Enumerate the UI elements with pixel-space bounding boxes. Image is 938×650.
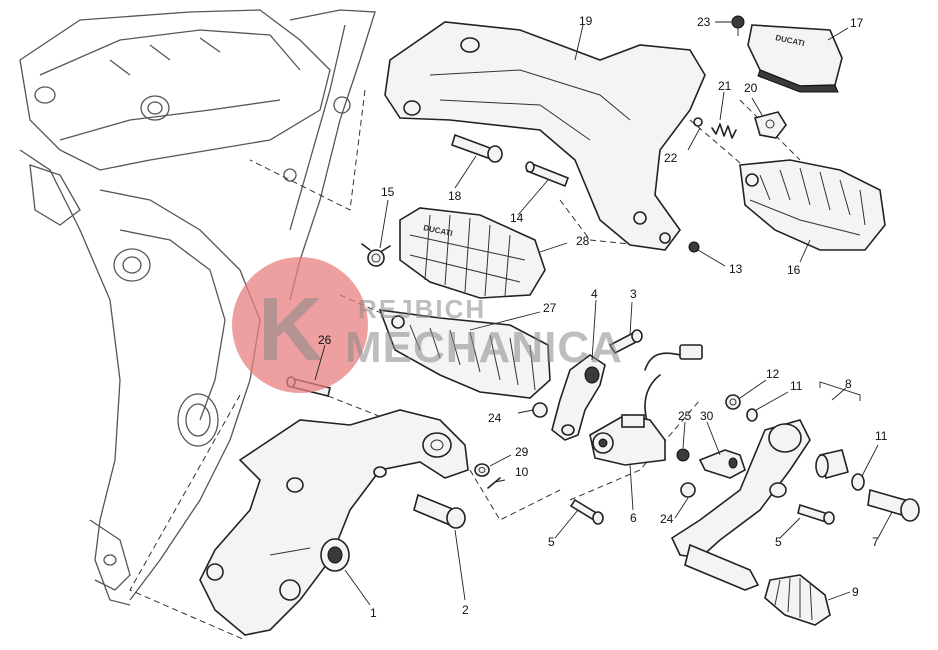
label-24a: 24 [488, 411, 502, 425]
sensor-wire [644, 344, 703, 446]
part-5-bolt-a [569, 498, 604, 525]
part-10-cotter-pin [487, 477, 501, 489]
label-13: 13 [729, 262, 743, 276]
part-18-bolt [451, 133, 503, 163]
part-3-bolt [608, 329, 643, 355]
label-30: 30 [700, 409, 714, 423]
part-28-rubber-footpeg: DUCATI [399, 207, 546, 299]
label-9: 9 [852, 585, 859, 599]
part-6-switch [589, 414, 666, 466]
part-25-nut [676, 448, 690, 462]
part-15-spring [361, 243, 391, 267]
label-7: 7 [872, 535, 879, 549]
label-3: 3 [630, 287, 637, 301]
label-20: 20 [744, 81, 758, 95]
part-21-spring [711, 123, 737, 139]
part-29-washer [474, 463, 490, 477]
label-6: 6 [630, 511, 637, 525]
part-11-washer-a [746, 408, 758, 422]
part-22-ball [693, 117, 703, 127]
label-8: 8 [845, 377, 852, 391]
leader-lines [314, 21, 893, 606]
part-number-labels: 1 2 3 4 5 5 6 7 8 9 10 11 11 12 13 14 15… [318, 14, 888, 620]
label-16: 16 [787, 263, 801, 277]
part-2-bolt [413, 493, 466, 529]
label-29: 29 [515, 445, 529, 459]
label-1: 1 [370, 606, 377, 620]
label-17: 17 [850, 16, 864, 30]
label-5b: 5 [775, 535, 782, 549]
label-2: 2 [462, 603, 469, 617]
part-7-pivot-bolt [867, 488, 920, 522]
label-27: 27 [543, 301, 557, 315]
part-23-screw [731, 15, 745, 36]
watermark-letter: K [258, 280, 323, 380]
motorcycle-frame [19, 9, 376, 606]
label-18: 18 [448, 189, 462, 203]
part-13-nut [688, 241, 700, 253]
watermark-line2: MECHANICA [345, 323, 623, 372]
part-24-nut-a [532, 402, 548, 418]
part-4-linkage-arm [551, 354, 606, 441]
label-25: 25 [678, 409, 692, 423]
part-5-bolt-b [797, 503, 835, 525]
part-20-bushing [753, 111, 787, 139]
part-1-footrest-bracket [199, 409, 469, 636]
label-4: 4 [591, 287, 598, 301]
part-14-pin [525, 161, 570, 188]
part-8-bracket [819, 381, 861, 401]
label-26: 26 [318, 333, 332, 347]
part-30-rod-end [698, 449, 746, 479]
label-19: 19 [579, 14, 593, 28]
watermark-circle [232, 257, 368, 393]
part-12-washer [725, 394, 741, 410]
label-10: 10 [515, 465, 529, 479]
part-19-heel-guard [384, 21, 706, 251]
label-23: 23 [697, 15, 711, 29]
label-11a: 11 [790, 379, 803, 393]
label-28: 28 [576, 234, 590, 248]
label-22: 22 [664, 151, 678, 165]
label-21: 21 [718, 79, 732, 93]
label-11b: 11 [875, 429, 888, 443]
part-17-rubber-pad: DUCATI [747, 24, 843, 93]
watermark: K REJBICH MECHANICA [232, 257, 623, 393]
label-24b: 24 [660, 512, 674, 526]
part-24-nut-b [680, 482, 696, 498]
part-9-shift-rubber [764, 574, 831, 626]
label-15: 15 [381, 185, 395, 199]
part-8-bushing [815, 449, 849, 479]
gear-shift-lever [670, 419, 811, 591]
label-14: 14 [510, 211, 524, 225]
watermark-line1: REJBICH [358, 294, 486, 324]
part-11-washer-b [851, 473, 865, 491]
part-27-footpeg [378, 309, 551, 399]
part-16-footpeg [739, 159, 886, 251]
label-12: 12 [766, 367, 780, 381]
label-5a: 5 [548, 535, 555, 549]
